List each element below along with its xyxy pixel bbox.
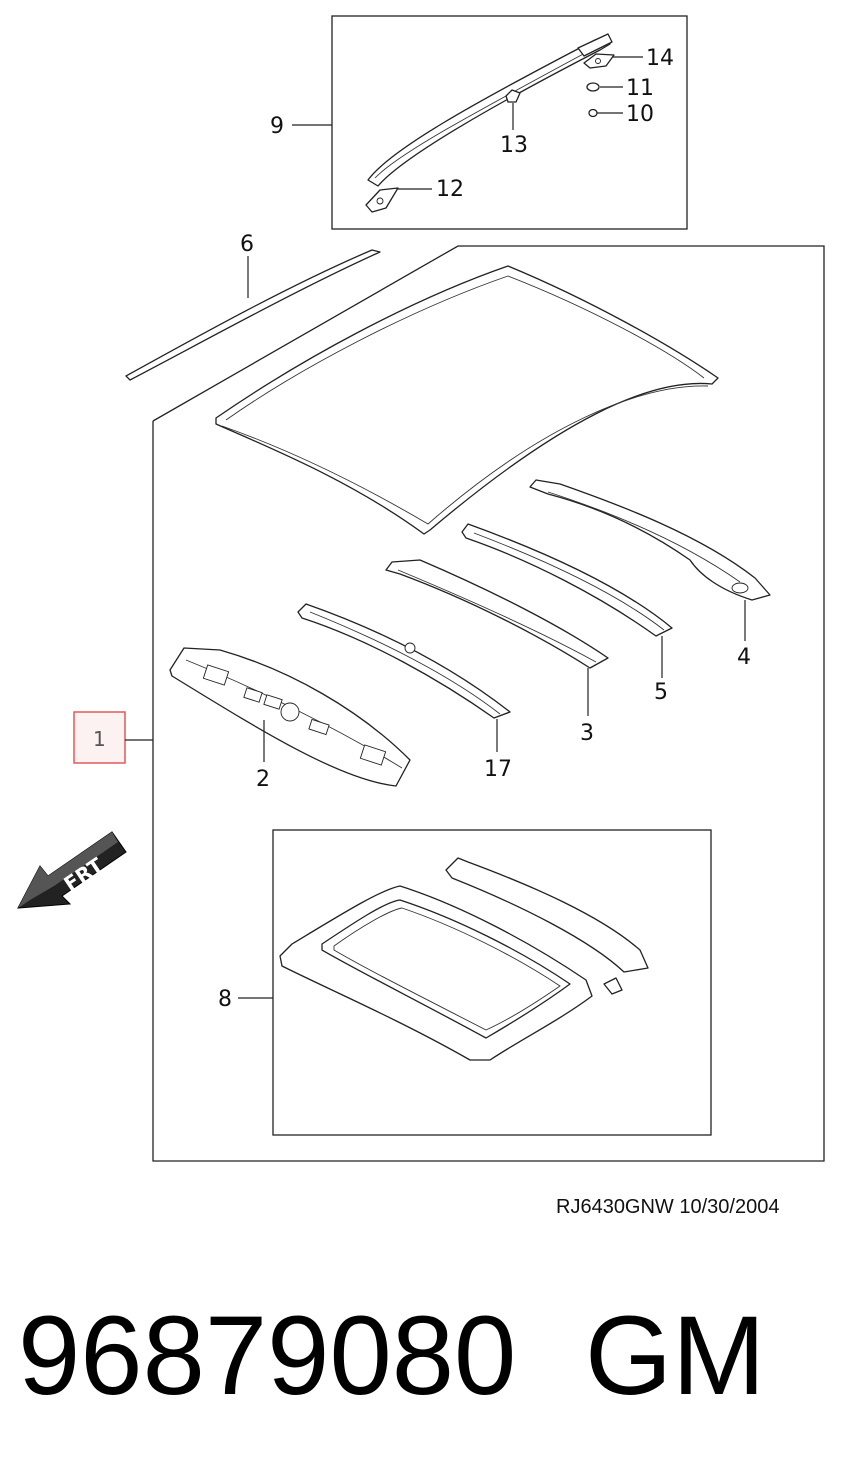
washer-11 [586,82,600,92]
sunroof-rear-rail [445,857,649,973]
drip-moulding-6 [125,249,381,381]
label-17: 17 [484,757,512,782]
nut-10 [588,108,598,118]
clip-13 [505,89,521,103]
rear-roof-rail-4 [529,479,771,601]
label-3: 3 [580,721,594,746]
label-8: 8 [218,987,232,1012]
label-13: 13 [500,133,528,158]
sunroof-bracket [603,977,623,995]
label-5: 5 [654,680,668,705]
front-direction-arrow-icon [17,831,127,909]
brand-name: GM [585,1293,765,1418]
label-6: 6 [240,232,254,257]
label-10: 10 [626,102,654,127]
label-14: 14 [646,46,674,71]
roof-bow-5 [461,523,673,637]
label-4: 4 [737,645,751,670]
drawing-code: RJ6430GNW 10/30/2004 [556,1196,779,1218]
part-number: 96879080 [18,1293,516,1418]
label-11: 11 [626,76,654,101]
label-12: 12 [436,177,464,202]
label-1-highlight-box [73,711,126,764]
label-2: 2 [256,767,270,792]
main-assembly-frame [152,245,825,1162]
label-9: 9 [270,114,284,139]
roof-bow-3 [385,559,609,669]
label-1: 1 [93,727,106,751]
roof-panel [215,265,719,535]
roof-bow-17 [297,603,511,719]
sunroof-inset-frame [272,829,712,1136]
roof-rail [367,35,611,187]
rail-end-cap-rear [577,33,613,57]
roof-rack-inset-frame [331,15,688,230]
